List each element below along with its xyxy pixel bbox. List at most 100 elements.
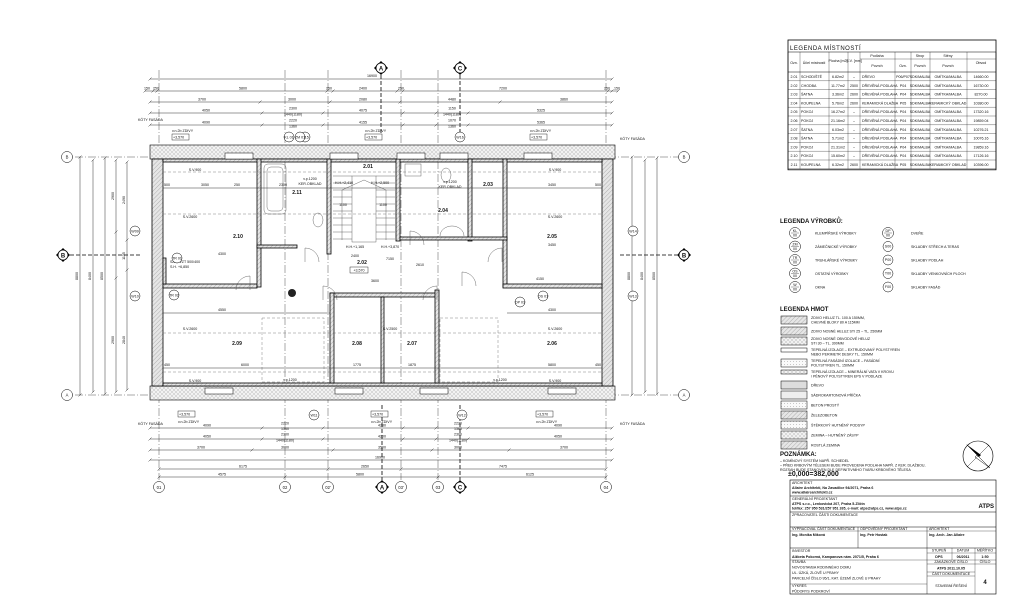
table-cell: 2.09	[791, 145, 798, 149]
door-swing	[461, 271, 477, 287]
table-cell: 6.03m2	[832, 128, 844, 132]
table-cell: P04	[900, 145, 906, 149]
wall-bottom	[162, 382, 603, 387]
dimension-tick	[466, 123, 470, 127]
dimension-tick	[143, 89, 147, 93]
table-header-id: Ozn.	[790, 61, 798, 65]
material-label: ZEMINA – HUTNĚNÝ ZÁSYP	[811, 433, 859, 438]
dimension-tick	[321, 437, 325, 441]
element-tag	[129, 290, 141, 302]
table-cell: DŘEVĚNÁ PODLAHA	[862, 92, 898, 97]
table-cell: OMÍTKA/MALBA	[935, 75, 963, 79]
dimension-tick	[283, 475, 287, 479]
drawn-by: Ing. Monika Míková	[792, 533, 825, 537]
dimension-value: 2400	[359, 87, 367, 91]
table-cell: DŘEVĚNÁ PODLAHA	[862, 118, 898, 123]
table-cell: 2.07	[791, 128, 798, 132]
dimension-value: 4050	[202, 109, 210, 113]
title-block-frame	[789, 479, 997, 595]
dimension-tick	[78, 393, 82, 397]
section-circle	[57, 249, 69, 261]
dimension-tick	[610, 77, 614, 81]
table-cell: 2.11	[791, 163, 798, 167]
sill-height-label: v.p.1200	[443, 180, 457, 184]
table-cell: P04	[900, 154, 906, 158]
element-tag-label: TR 01	[172, 256, 182, 260]
dimension-tick	[148, 448, 152, 452]
dimension-value: 2300	[279, 183, 287, 187]
table-cell: P05	[900, 101, 906, 105]
level-tag: +3,570	[372, 413, 383, 417]
table-cell: 10076.16	[974, 137, 989, 141]
dimension-tick	[604, 475, 608, 479]
element-tag-label: OS 01	[538, 294, 548, 298]
table-cell: 2.01	[791, 75, 798, 79]
dimension-value: 7200	[499, 87, 507, 91]
material-label: SÁDROKARTONOVÁ PŘÍČKA	[811, 393, 861, 398]
interior-wall	[380, 296, 385, 384]
element-tag	[308, 409, 320, 421]
bathtub	[263, 163, 287, 215]
dimension-value: 4050	[554, 435, 562, 439]
facade-dims-label: KÓTY FASÁDA	[138, 421, 164, 426]
table-cell: –	[853, 145, 855, 149]
product-tag-code: OS	[792, 270, 798, 274]
table-cell: 10380.00	[974, 101, 989, 105]
general-designer: ATPS s.r.o., Lenkovická 207, Praha 5-Zli…	[792, 502, 865, 506]
material-swatch	[780, 400, 808, 410]
material-legend-item: ZDIVO NOSNÉ HELUZ STI 25 – TL. 250MM	[780, 326, 882, 336]
ceiling-height-label: S.V.900	[549, 379, 561, 383]
dimension-value: 7475	[499, 465, 507, 469]
material-legend-item: TEPELNÁ IZOLACE – MINERÁLNÍ VATA V KROVU…	[780, 369, 894, 379]
part-caption: ČÁST DOKUMENTACE	[932, 571, 971, 576]
table-cell: P04	[900, 84, 906, 88]
dimension-tick	[260, 437, 264, 441]
facade-dims-label: KÓTY FASÁDA	[620, 421, 646, 426]
skylight-outline	[261, 317, 325, 383]
dimension-value: 1135	[122, 252, 126, 260]
table-cell: DŘEVĚNÁ PODLAHA	[862, 83, 898, 88]
dimension-value: 4300	[548, 308, 556, 312]
material-legend-item: ZDIVO HELUZ TL. 100 A 150MM,CHEVNÉ BLOKY…	[780, 315, 865, 325]
material-legend-item: BETON PROSTÝ	[780, 400, 840, 410]
dimension-tick	[507, 448, 511, 452]
dimension-value: 5800	[239, 87, 247, 91]
door-swing	[235, 275, 251, 291]
table-cell: OMÍTKA/MALBA	[935, 93, 963, 97]
element-tag-label: W09	[131, 229, 138, 233]
architect2: Ing. Arch. Jan Allaire	[929, 533, 964, 537]
dimension-tick	[630, 155, 634, 159]
stair-walk-line	[341, 179, 387, 240]
material-legend-item: ZEMINA – HUTNĚNÝ ZÁSYP	[780, 430, 859, 440]
dimension-value: 450	[595, 363, 601, 367]
material-label: POLYSTYREN TL. 150MM	[811, 364, 854, 368]
table-cell: DŘEVĚNÁ PODLAHA	[862, 153, 898, 158]
material-label: ZDIVO NOSNÉ OBVODOVÉ HELUZ	[811, 336, 871, 341]
dimension-tick	[466, 437, 470, 441]
table-cell: POKOJ	[801, 154, 813, 158]
dimension-value: 4550	[218, 308, 226, 312]
dimension-value: 3050	[201, 183, 209, 187]
table-cell: 5.76m2	[832, 101, 844, 105]
staircase	[333, 175, 395, 243]
dimension-tick	[643, 390, 647, 394]
dimension-tick	[401, 123, 405, 127]
dimension-value: 3450	[548, 183, 556, 187]
dimension-value: 16900	[375, 456, 385, 460]
dimension-value: 3700	[198, 98, 206, 102]
facade-dims-label: KÓTY FASÁDA	[138, 117, 164, 122]
project-line: NOVOSTAVBA RODINNÉHO DOMU	[792, 565, 851, 570]
table-cell: 2.02	[791, 84, 798, 88]
element-tag	[129, 225, 141, 237]
dimension-tick	[321, 123, 325, 127]
product-tag-code: S00	[885, 245, 891, 249]
architect-web: www.allairearchitekti.cz	[791, 491, 833, 495]
dimension-tick	[430, 448, 434, 452]
